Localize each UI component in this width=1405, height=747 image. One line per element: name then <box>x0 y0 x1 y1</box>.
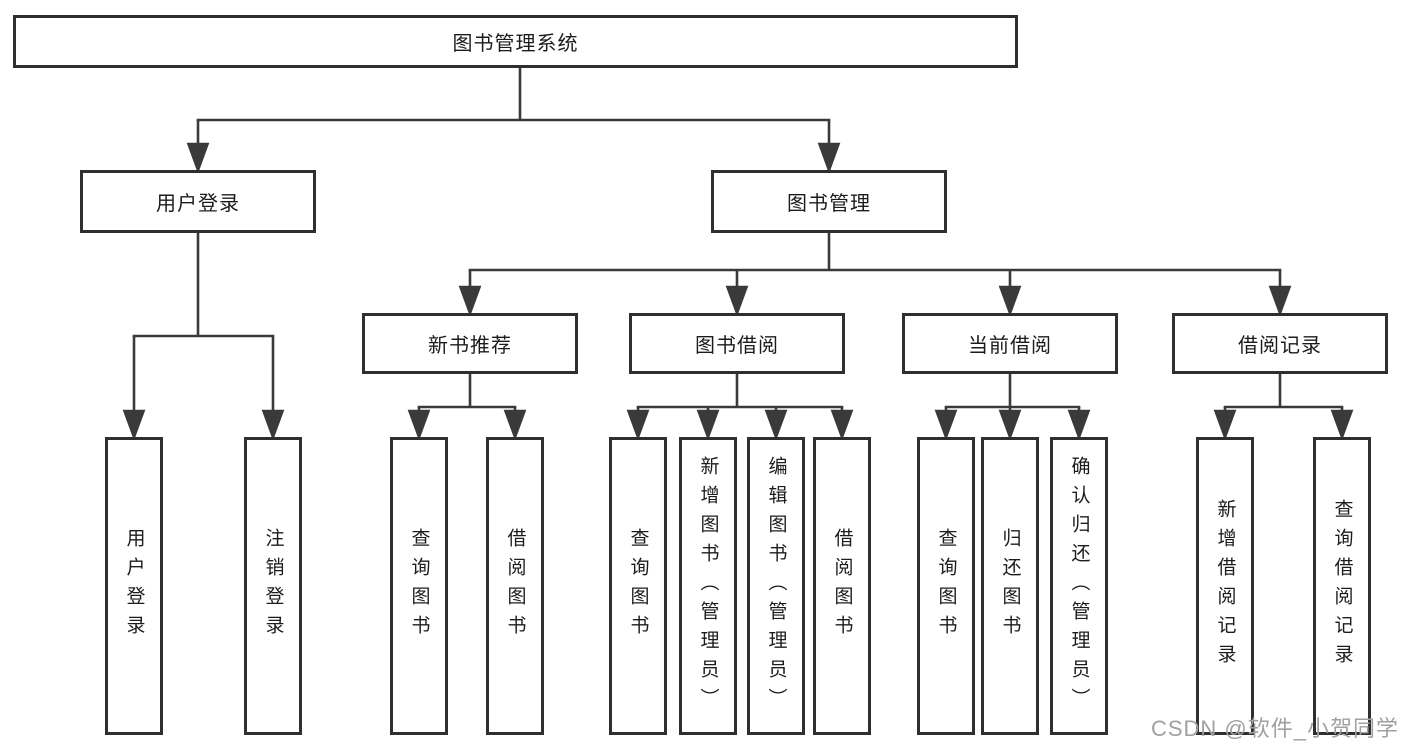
leaf-query-borrow-record: 查询借阅记录 <box>1313 437 1371 735</box>
leaf-label: 确认归还（管理员） <box>1068 455 1090 717</box>
node-new-book-recommend: 新书推荐 <box>362 313 578 374</box>
leaf-label: 新增图书（管理员） <box>697 455 719 717</box>
node-current-borrowing: 当前借阅 <box>902 313 1118 374</box>
leaf-label: 借阅图书 <box>504 528 526 644</box>
leaf-label: 查询图书 <box>627 528 649 644</box>
node-book-borrowing: 图书借阅 <box>629 313 845 374</box>
leaf-query-books-borrowing: 查询图书 <box>609 437 667 735</box>
leaf-label: 借阅图书 <box>831 528 853 644</box>
leaf-logout: 注销登录 <box>244 437 302 735</box>
leaf-return-books: 归还图书 <box>981 437 1039 735</box>
node-book-management: 图书管理 <box>711 170 947 233</box>
leaf-label: 用户登录 <box>123 528 145 644</box>
node-borrowing-records: 借阅记录 <box>1172 313 1388 374</box>
leaf-label: 归还图书 <box>999 528 1021 644</box>
leaf-add-books-admin: 新增图书（管理员） <box>679 437 737 735</box>
leaf-query-books-recommend: 查询图书 <box>390 437 448 735</box>
leaf-label: 注销登录 <box>262 528 284 644</box>
leaf-label: 查询图书 <box>408 528 430 644</box>
csdn-watermark: CSDN @软件_小贺同学 <box>1150 716 1399 741</box>
node-user-login: 用户登录 <box>80 170 316 233</box>
leaf-borrow-books: 借阅图书 <box>813 437 871 735</box>
leaf-label: 新增借阅记录 <box>1214 499 1236 673</box>
leaf-edit-books-admin: 编辑图书（管理员） <box>747 437 805 735</box>
leaf-label: 编辑图书（管理员） <box>765 455 787 717</box>
leaf-confirm-return-admin: 确认归还（管理员） <box>1050 437 1108 735</box>
leaf-label: 查询图书 <box>935 528 957 644</box>
leaf-label: 查询借阅记录 <box>1331 499 1353 673</box>
leaf-add-borrow-record: 新增借阅记录 <box>1196 437 1254 735</box>
leaf-user-login: 用户登录 <box>105 437 163 735</box>
leaf-query-books-current: 查询图书 <box>917 437 975 735</box>
node-library-management-system: 图书管理系统 <box>13 15 1018 68</box>
leaf-borrow-books-recommend: 借阅图书 <box>486 437 544 735</box>
